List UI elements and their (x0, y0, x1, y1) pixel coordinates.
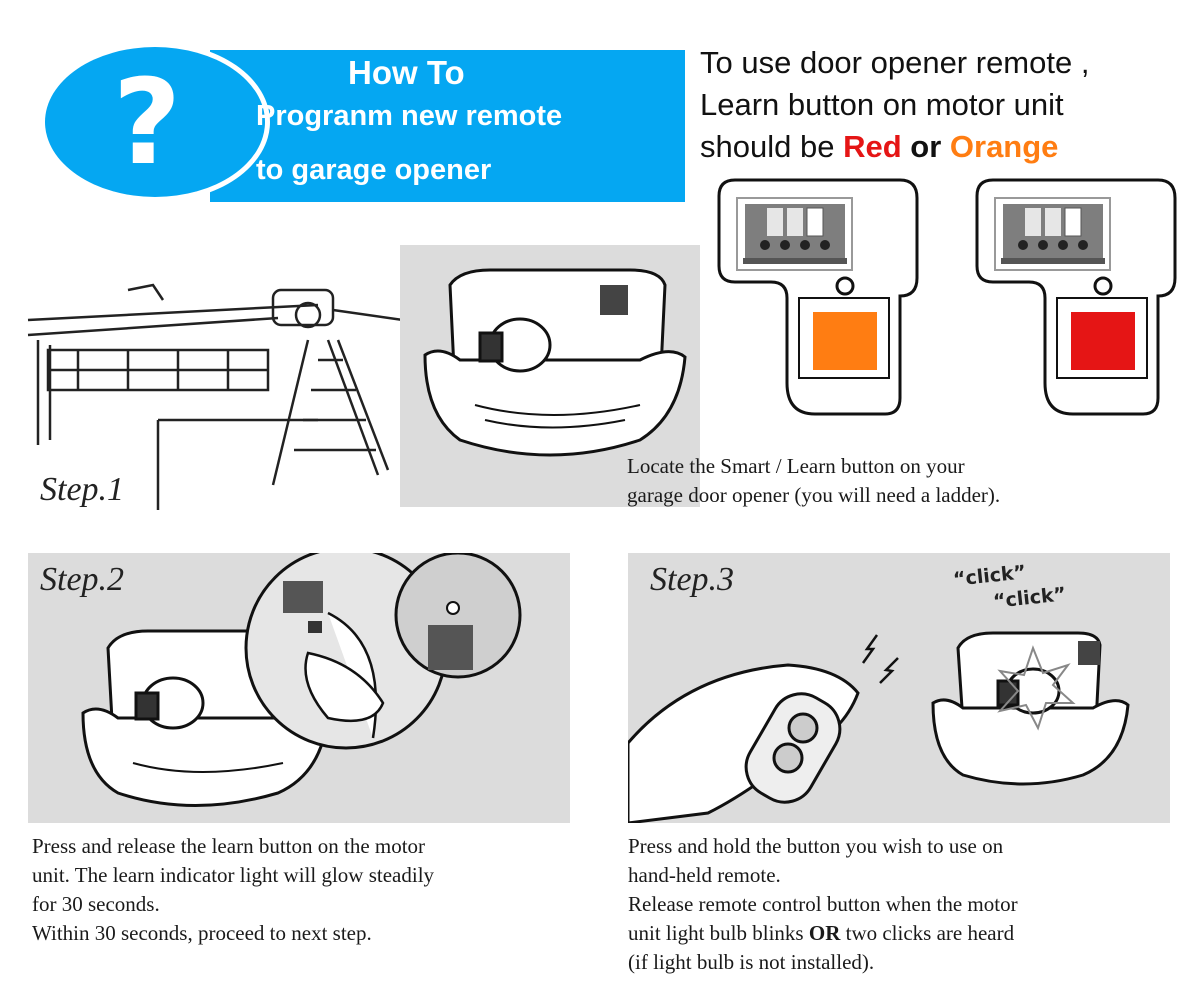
orange-learn-button (813, 312, 877, 370)
step1-caption-line2: garage door opener (you will need a ladd… (627, 483, 1001, 507)
note-line3: should be Red or Orange (700, 126, 1190, 168)
step3-caption: Press and hold the button you wish to us… (628, 832, 1188, 977)
learn-button-diagrams (717, 178, 1177, 416)
learn-panel-orange (717, 178, 919, 416)
motor-unit-illustration (423, 268, 687, 457)
step2-illustration (81, 553, 522, 807)
step1-motor-panel (400, 245, 700, 507)
step3-caption-line3: Release remote control button when the m… (628, 892, 1018, 916)
step3-caption-line4-a: unit light bulb blinks (628, 921, 809, 945)
step1-caption: Locate the Smart / Learn button on your … (627, 452, 1187, 510)
step1-garage-illustration: Step.1 (27, 283, 403, 510)
step3-caption-line4-c: two clicks are heard (840, 921, 1015, 945)
step3-caption-line1: Press and hold the button you wish to us… (628, 834, 1004, 858)
banner-circle-ring (40, 42, 270, 202)
note-red-word: Red (843, 129, 902, 164)
step2-caption-line4: Within 30 seconds, proceed to next step. (32, 921, 372, 945)
step3-panel: Step.3 “click” “click” (628, 553, 1170, 823)
note-orange-word: Orange (949, 129, 1059, 164)
step1-label: Step.1 (40, 471, 124, 508)
question-mark-icon (45, 47, 265, 197)
learn-button-note: To use door opener remote , Learn button… (700, 42, 1190, 168)
banner-bar (210, 50, 685, 202)
note-line1: To use door opener remote , (700, 45, 1090, 80)
step2-caption-line3: for 30 seconds. (32, 892, 160, 916)
banner-title-line3: to garage opener (256, 154, 492, 186)
step2-caption: Press and release the learn button on th… (32, 832, 582, 948)
note-line3-prefix: should be (700, 129, 844, 164)
step3-caption-line4: unit light bulb blinks OR two clicks are… (628, 919, 1188, 948)
step2-panel: Step.2 (28, 553, 570, 823)
question-glyph: ? (112, 53, 182, 191)
red-learn-button (1071, 312, 1135, 370)
step3-caption-or: OR (808, 921, 841, 945)
step2-caption-line2: unit. The learn indicator light will glo… (32, 863, 435, 887)
step3-label: Step.3 (650, 561, 735, 598)
step2-caption-line1: Press and release the learn button on th… (32, 834, 426, 858)
banner-title-line1: How To (348, 54, 465, 91)
step3-caption-line5: (if light bulb is not installed). (628, 950, 875, 974)
note-or-word: or (910, 129, 942, 164)
step1-caption-line1: Locate the Smart / Learn button on your (627, 454, 965, 478)
note-line2: Learn button on motor unit (700, 87, 1064, 122)
banner-title-line2: Progranm new remote (256, 100, 563, 132)
step2-label: Step.2 (40, 561, 125, 598)
learn-panel-red (975, 178, 1177, 416)
title-banner: ? How To Progranm new remote to garage o… (30, 42, 685, 202)
step3-caption-line2: hand-held remote. (628, 863, 781, 887)
step3-illustration (628, 631, 1130, 823)
